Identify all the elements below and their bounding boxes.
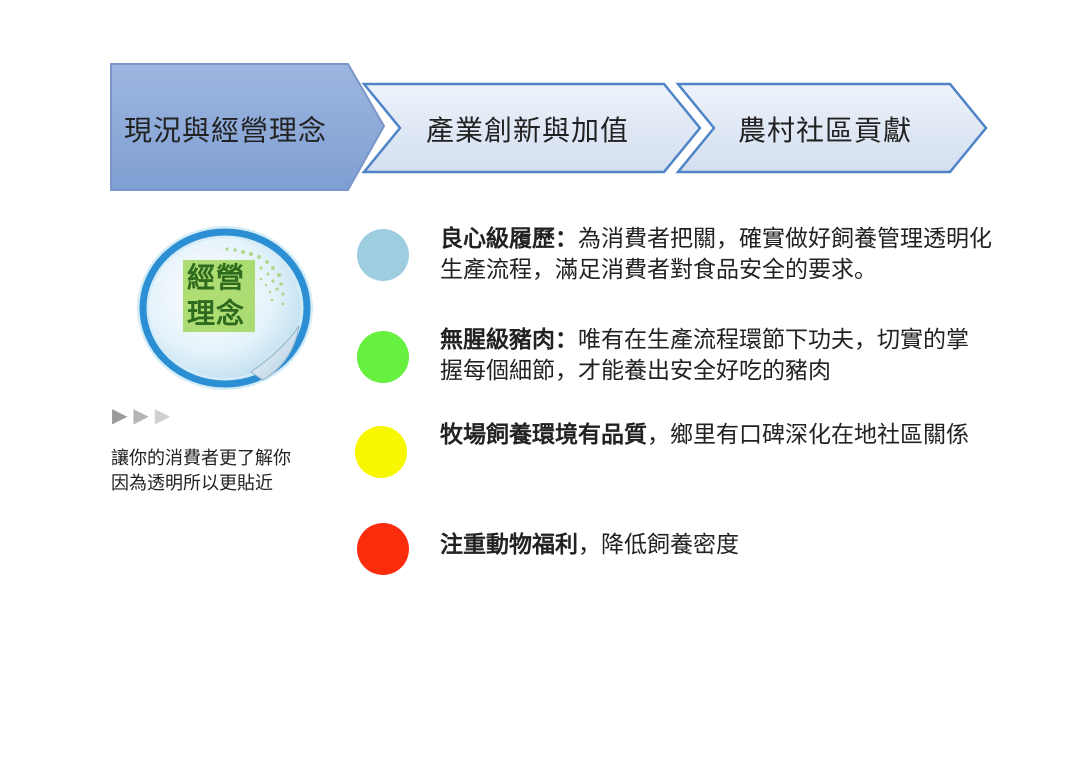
tagline-line-1: 讓你的消費者更了解你 [111, 448, 291, 469]
bullet-dot-2 [357, 331, 409, 383]
bullet-1-text: 為消費者把關，確實做好飼養管理透明化生產流程，滿足消費者對食品安全的要求。 [440, 226, 992, 283]
process-steps: 現況與經營理念 產業創新與加值 農村社區貢獻 [110, 62, 990, 194]
bullet-dot-4 [357, 523, 409, 575]
bullet-item-4: 注重動物福利，降低飼養密度 [440, 530, 1010, 561]
bullet-item-2: 無腥級豬肉：唯有在生產流程環節下功夫，切實的掌握每個細節，才能養出安全好吃的豬肉 [440, 325, 990, 387]
philosophy-badge: 經營理念 [133, 222, 319, 394]
badge-label: 經營理念 [183, 260, 255, 332]
process-chevrons [110, 63, 988, 191]
triple-play-arrows-icon: ▶▶▶ [112, 403, 177, 427]
bullet-4-title: 注重動物福利 [440, 532, 578, 558]
step-1-chevron[interactable] [110, 63, 386, 191]
bullet-1-title: 良心級履歷： [440, 226, 578, 252]
bullet-3-text: ，鄉里有口碑深化在地社區關係 [647, 422, 969, 448]
tagline: 讓你的消費者更了解你 因為透明所以更貼近 [111, 446, 331, 496]
step-3-label: 農村社區貢獻 [738, 114, 913, 147]
bullet-item-1: 良心級履歷：為消費者把關，確實做好飼養管理透明化生產流程，滿足消費者對食品安全的… [440, 224, 1010, 286]
step-3-chevron[interactable] [675, 82, 988, 174]
bullet-3-title: 牧場飼養環境有品質 [440, 422, 647, 448]
step-1-label: 現況與經營理念 [124, 114, 328, 147]
bullet-item-3: 牧場飼養環境有品質，鄉里有口碑深化在地社區關係 [440, 420, 990, 451]
bullet-dot-1 [357, 229, 409, 281]
bullet-2-title: 無腥級豬肉： [440, 327, 578, 353]
page-curl [250, 325, 300, 381]
step-2-chevron[interactable] [361, 82, 702, 174]
bullet-2-text: 唯有在生產流程環節下功夫，切實的掌握每個細節，才能養出安全好吃的豬肉 [440, 327, 969, 384]
step-2-label: 產業創新與加值 [426, 114, 630, 147]
bullet-dot-3 [355, 426, 407, 478]
tagline-line-2: 因為透明所以更貼近 [111, 473, 273, 494]
bullet-4-text: ，降低飼養密度 [578, 532, 739, 558]
